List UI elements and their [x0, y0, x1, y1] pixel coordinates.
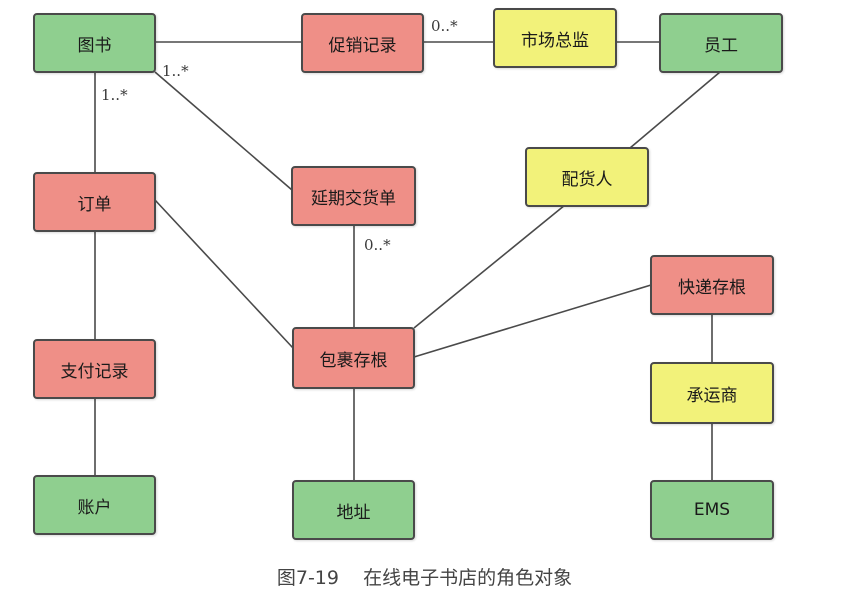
payment-record-node[interactable]: 支付记录 — [33, 339, 156, 399]
distributor-node-label: 配货人 — [561, 169, 613, 190]
promotion-record-node[interactable]: 促销记录 — [301, 13, 424, 73]
order-node-label: 订单 — [77, 194, 112, 215]
parcel-stub-node[interactable]: 包裹存根 — [292, 327, 415, 389]
ems-node-label: EMS — [693, 500, 731, 520]
backorder-node[interactable]: 延期交货单 — [291, 166, 416, 226]
courier-stub-node-label: 快递存根 — [678, 277, 746, 298]
edge-order-parcel — [154, 199, 294, 349]
edge-book-backorder — [154, 71, 293, 191]
address-node[interactable]: 地址 — [292, 480, 415, 540]
book-node[interactable]: 图书 — [33, 13, 156, 73]
edge-distributor-parcel — [413, 204, 566, 329]
market-director-node[interactable]: 市场总监 — [493, 8, 617, 68]
multiplicity-book-backorder: 1..* — [162, 62, 189, 80]
courier-stub-node[interactable]: 快递存根 — [650, 255, 774, 315]
backorder-node-label: 延期交货单 — [311, 188, 396, 209]
order-node[interactable]: 订单 — [33, 172, 156, 232]
edge-employee-distributor — [629, 71, 721, 149]
address-node-label: 地址 — [336, 502, 371, 523]
carrier-node[interactable]: 承运商 — [650, 362, 774, 424]
employee-node[interactable]: 员工 — [659, 13, 783, 73]
figure-caption: 图7-19 在线电子书店的角色对象 — [276, 567, 573, 589]
edge-parcel-courier — [413, 284, 652, 358]
multiplicity-book-order: 1..* — [101, 86, 128, 104]
multiplicity-promotion-director: 0..* — [431, 17, 458, 35]
multiplicity-backorder-parcel: 0..* — [364, 236, 391, 254]
account-node-label: 账户 — [77, 497, 112, 518]
payment-record-node-label: 支付记录 — [60, 361, 129, 382]
market-director-node-label: 市场总监 — [521, 30, 589, 51]
parcel-stub-node-label: 包裹存根 — [319, 350, 388, 371]
promotion-record-node-label: 促销记录 — [328, 35, 397, 56]
account-node[interactable]: 账户 — [33, 475, 156, 535]
book-node-label: 图书 — [77, 35, 112, 56]
employee-node-label: 员工 — [704, 35, 738, 56]
ems-node[interactable]: EMS — [650, 480, 774, 540]
distributor-node[interactable]: 配货人 — [525, 147, 649, 207]
carrier-node-label: 承运商 — [686, 385, 738, 406]
